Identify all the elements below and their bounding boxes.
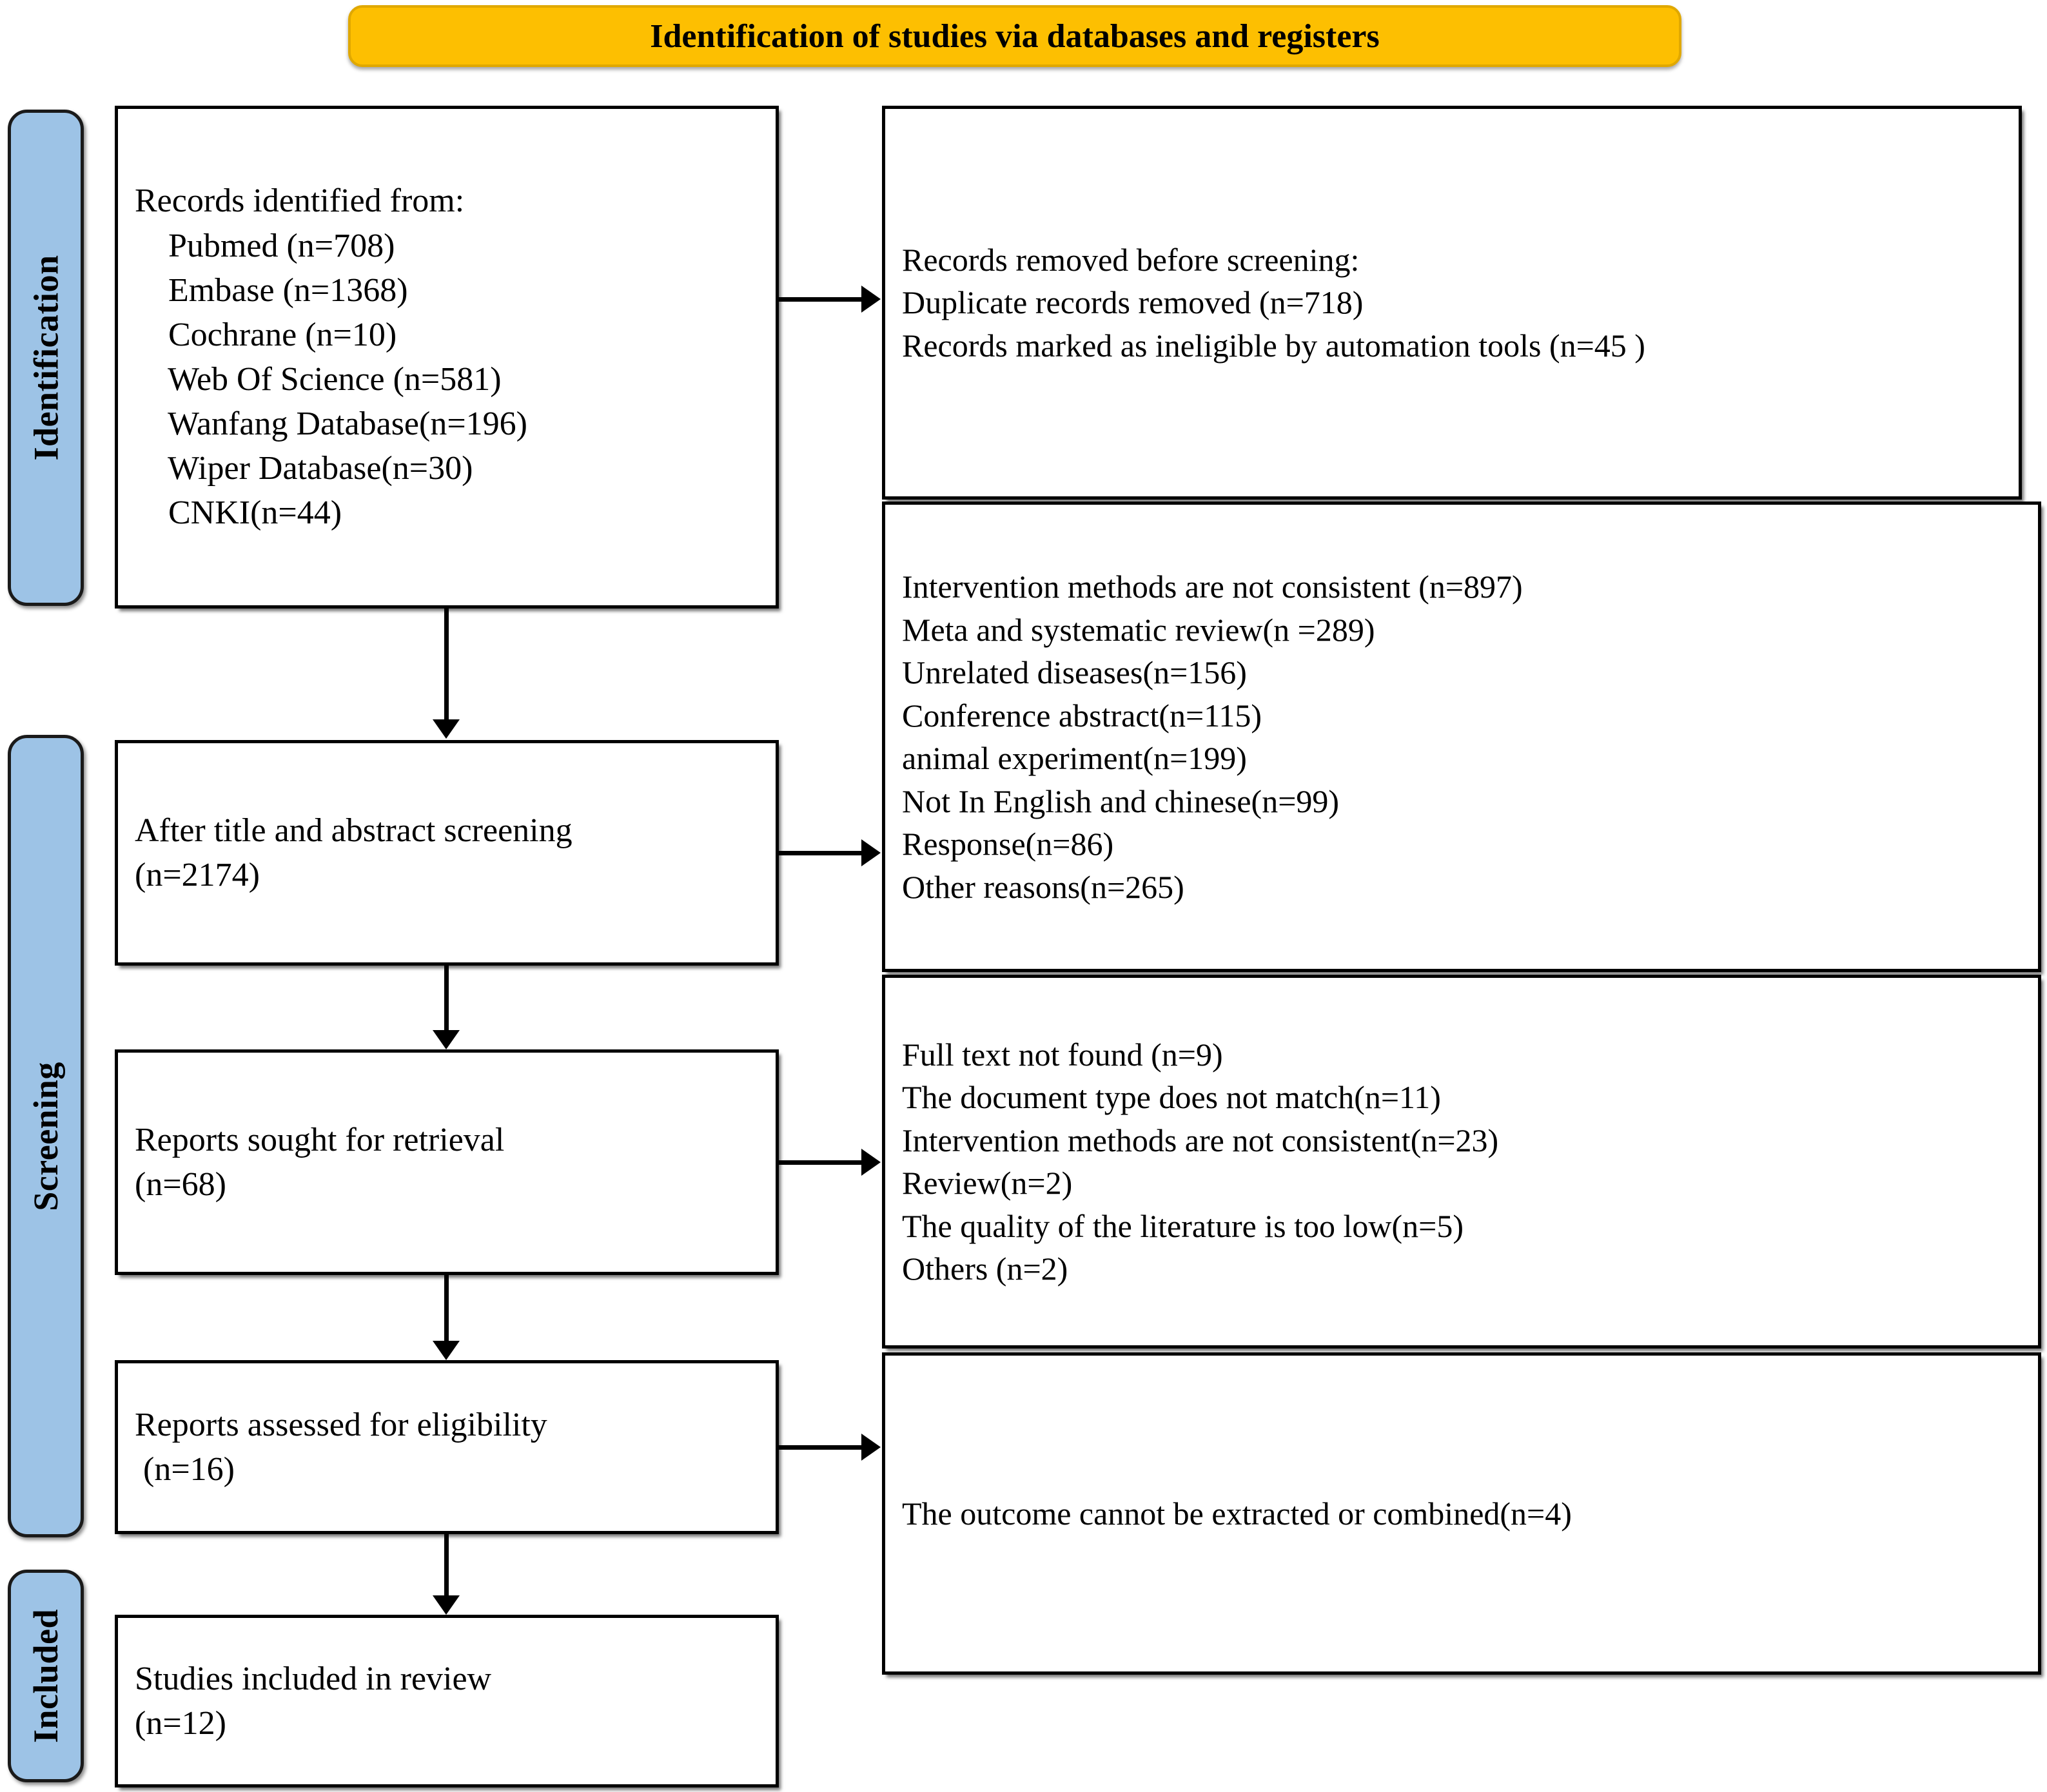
text-line: Other reasons(n=265) bbox=[902, 868, 1184, 905]
text-line: (n=2174) bbox=[135, 857, 260, 893]
text-line: Records removed before screening: bbox=[902, 241, 1360, 278]
text-line: Pubmed (n=708) bbox=[135, 227, 395, 264]
box-after-title-abstract-screening: After title and abstract screening (n=21… bbox=[115, 740, 779, 966]
stage-label-screening-text: Screening bbox=[26, 1061, 65, 1211]
text-line: Studies included in review bbox=[135, 1660, 492, 1697]
arrow-head-assessed-to-excluded bbox=[861, 1434, 881, 1461]
text-line: Not In English and chinese(n=99) bbox=[902, 783, 1340, 819]
diagram-title-banner: Identification of studies via databases … bbox=[348, 5, 1681, 67]
text-line: Intervention methods are not consistent(… bbox=[902, 1122, 1499, 1158]
arrow-head-sought-to-not-retrieved bbox=[861, 1149, 881, 1176]
text-line: Conference abstract(n=115) bbox=[902, 697, 1262, 734]
arrow-head-screening-to-excluded bbox=[861, 839, 881, 866]
connector-sought-to-not-retrieved bbox=[779, 1160, 863, 1165]
arrow-head-identified-to-screening bbox=[433, 719, 460, 739]
stage-label-included-text: Included bbox=[26, 1608, 65, 1744]
text-line: Meta and systematic review(n =289) bbox=[902, 611, 1375, 648]
text-line: Unrelated diseases(n=156) bbox=[902, 654, 1247, 690]
arrow-head-screening-to-sought bbox=[433, 1030, 460, 1049]
connector-assessed-to-included bbox=[444, 1534, 449, 1597]
text-line: Review(n=2) bbox=[902, 1165, 1073, 1201]
text-line: Cochrane (n=10) bbox=[135, 316, 397, 353]
box-studies-included-in-review: Studies included in review (n=12) bbox=[115, 1615, 779, 1787]
text-line: Others (n=2) bbox=[902, 1251, 1068, 1287]
text-line: Full text not found (n=9) bbox=[902, 1036, 1223, 1073]
connector-identified-to-removed bbox=[779, 297, 863, 302]
box-records-identified-lines: Records identified from: Pubmed (n=708) … bbox=[118, 179, 776, 535]
arrow-head-identified-to-removed bbox=[861, 286, 881, 313]
text-line: Web Of Science (n=581) bbox=[135, 361, 502, 398]
text-line: After title and abstract screening bbox=[135, 812, 573, 849]
text-line: The document type does not match(n=11) bbox=[902, 1079, 1441, 1115]
text-line: (n=12) bbox=[135, 1705, 226, 1742]
stage-label-identification: Identification bbox=[8, 110, 84, 606]
diagram-title-text: Identification of studies via databases … bbox=[650, 17, 1380, 55]
text-line: Records identified from: bbox=[135, 182, 465, 220]
stage-label-screening: Screening bbox=[8, 735, 84, 1537]
box-reports-not-retrieved: Full text not found (n=9) The document t… bbox=[882, 975, 2041, 1349]
box-records-removed-lines: Records removed before screening: Duplic… bbox=[885, 239, 2019, 367]
box-studies-included-lines: Studies included in review (n=12) bbox=[118, 1657, 776, 1746]
text-line: Wiper Database(n=30) bbox=[135, 450, 473, 487]
text-line: Records marked as ineligible by automati… bbox=[902, 327, 1645, 364]
box-records-excluded-lines: Intervention methods are not consistent … bbox=[885, 565, 2038, 908]
box-reports-not-retrieved-lines: Full text not found (n=9) The document t… bbox=[885, 1033, 2038, 1290]
box-reports-sought-for-retrieval: Reports sought for retrieval (n=68) bbox=[115, 1049, 779, 1275]
text-line: animal experiment(n=199) bbox=[902, 740, 1247, 776]
box-reports-assessed-lines: Reports assessed for eligibility (n=16) bbox=[118, 1403, 776, 1492]
box-records-identified: Records identified from: Pubmed (n=708) … bbox=[115, 106, 779, 609]
box-after-title-abstract-screening-lines: After title and abstract screening (n=21… bbox=[118, 808, 776, 897]
text-line: The quality of the literature is too low… bbox=[902, 1207, 1464, 1244]
text-line: Duplicate records removed (n=718) bbox=[902, 284, 1364, 321]
arrow-head-assessed-to-included bbox=[433, 1595, 460, 1615]
stage-label-included: Included bbox=[8, 1570, 84, 1782]
text-line: (n=68) bbox=[135, 1166, 226, 1203]
connector-screening-to-excluded bbox=[779, 851, 863, 855]
text-line: Response(n=86) bbox=[902, 826, 1114, 862]
box-reports-excluded-lines: The outcome cannot be extracted or combi… bbox=[885, 1492, 2038, 1535]
text-line: Embase (n=1368) bbox=[135, 271, 408, 309]
box-reports-sought-lines: Reports sought for retrieval (n=68) bbox=[118, 1118, 776, 1207]
text-line: Reports sought for retrieval bbox=[135, 1121, 505, 1158]
text-line: (n=16) bbox=[135, 1451, 235, 1488]
box-records-excluded-title-abstract: Intervention methods are not consistent … bbox=[882, 502, 2041, 972]
text-line: CNKI(n=44) bbox=[135, 494, 342, 532]
connector-screening-to-sought bbox=[444, 966, 449, 1031]
stage-label-identification-text: Identification bbox=[26, 255, 66, 461]
connector-sought-to-assessed bbox=[444, 1275, 449, 1342]
box-records-removed-before-screening: Records removed before screening: Duplic… bbox=[882, 106, 2022, 500]
connector-assessed-to-excluded bbox=[779, 1445, 863, 1450]
box-reports-assessed-for-eligibility: Reports assessed for eligibility (n=16) bbox=[115, 1360, 779, 1534]
connector-identified-to-screening bbox=[444, 609, 449, 721]
arrow-head-sought-to-assessed bbox=[433, 1341, 460, 1360]
box-reports-excluded: The outcome cannot be extracted or combi… bbox=[882, 1352, 2041, 1675]
text-line: Intervention methods are not consistent … bbox=[902, 569, 1523, 605]
text-line: Reports assessed for eligibility bbox=[135, 1406, 547, 1443]
text-line: The outcome cannot be extracted or combi… bbox=[902, 1495, 1572, 1532]
text-line: Wanfang Database(n=196) bbox=[135, 405, 527, 443]
